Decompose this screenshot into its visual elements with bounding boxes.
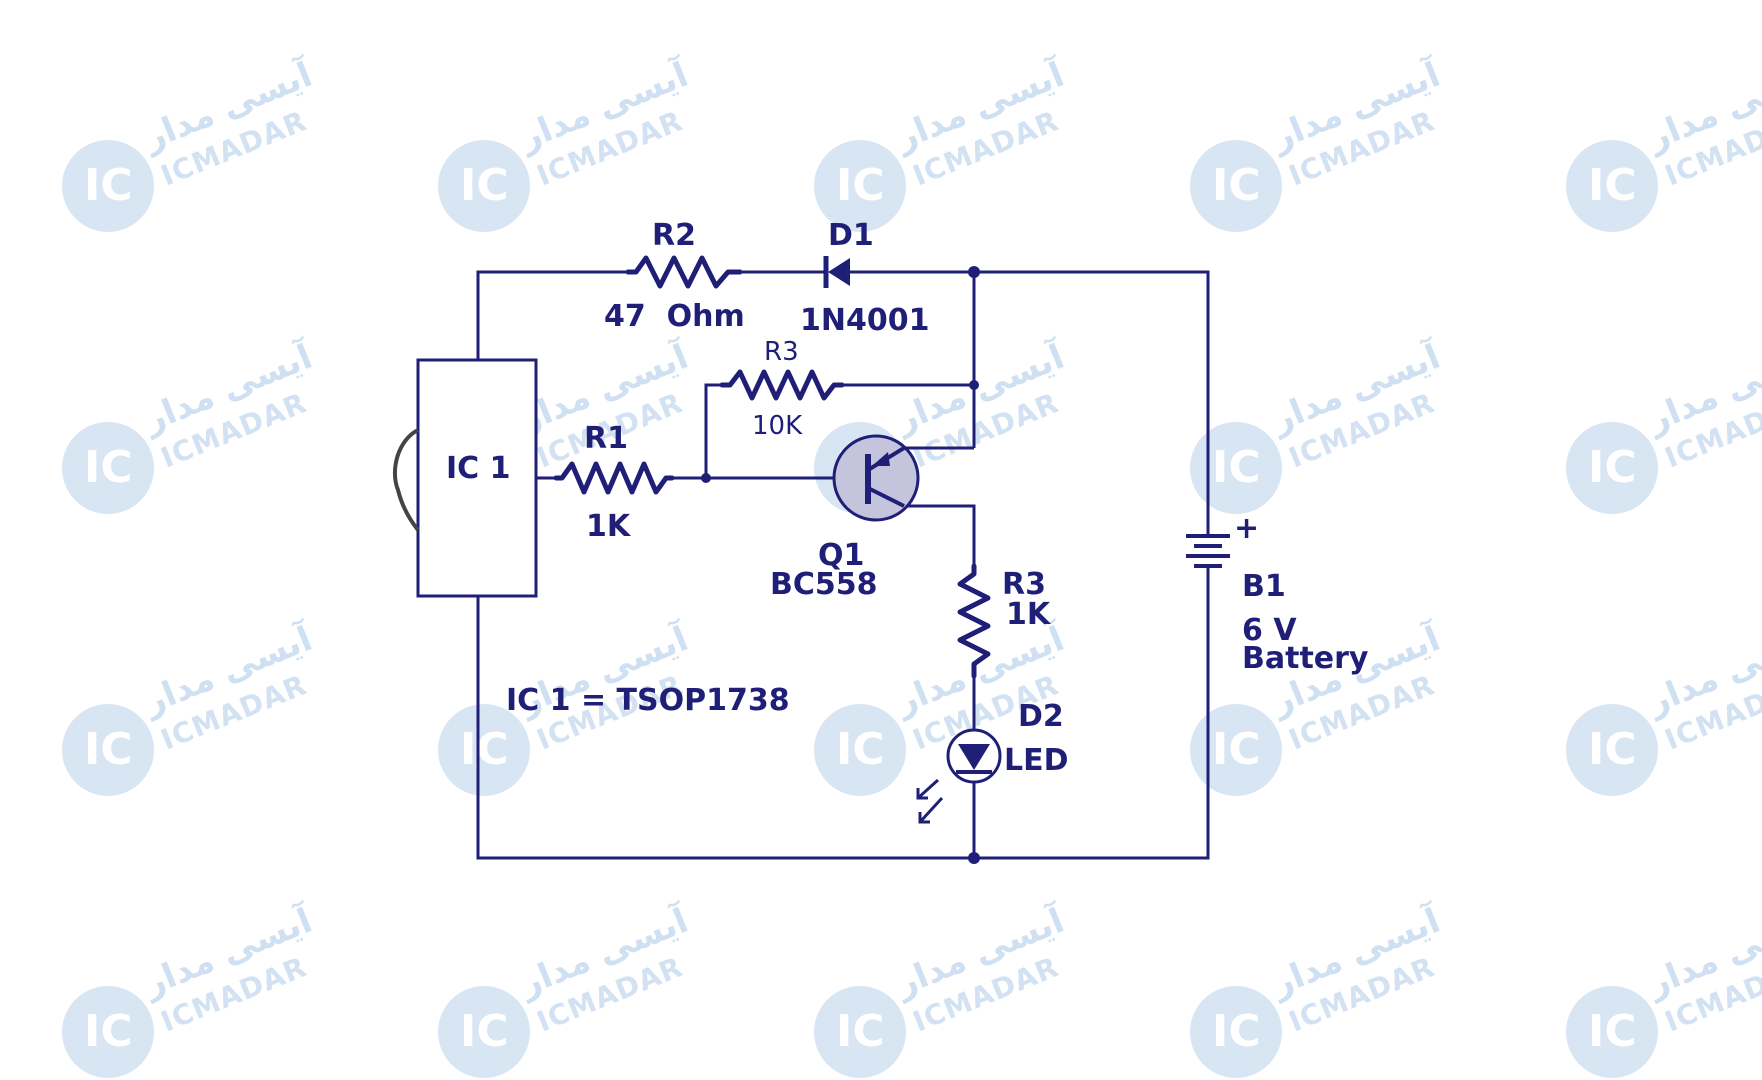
r1-name-label: R1 (584, 421, 628, 456)
r1-value-label: 1K (586, 509, 632, 544)
r3-bottom-name-label: R3 (1002, 567, 1046, 602)
watermark-badge-icon (62, 422, 154, 514)
junction-dot-r3 (969, 380, 979, 390)
watermark-badge-text: IC (84, 442, 133, 493)
watermark-badge-text: IC (460, 724, 509, 775)
junction-dot-base (701, 473, 711, 483)
watermark-badge-icon (1566, 422, 1658, 514)
watermark-badge-text: IC (84, 1006, 133, 1057)
q1-value-label: BC558 (770, 567, 878, 602)
d1-name-label: D1 (828, 218, 874, 253)
wire-collector (904, 504, 976, 566)
watermark-badge-text: IC (1212, 442, 1261, 493)
watermark-badge-text: IC (1588, 160, 1637, 211)
q1-name-label: Q1 (818, 538, 864, 573)
d1-diode-symbol (823, 256, 850, 288)
d2-name-label: D2 (1018, 699, 1064, 734)
watermark-badge-icon (62, 704, 154, 796)
watermark-badge-icon (1190, 704, 1282, 796)
watermark-badge-icon (814, 704, 906, 796)
watermark-badge-text: IC (1588, 1006, 1637, 1057)
watermark-badge-text: IC (1212, 160, 1261, 211)
watermark-badge-icon (1190, 986, 1282, 1078)
watermark-badge-text: IC (836, 160, 885, 211)
watermark-badge-icon (438, 986, 530, 1078)
d2-led-symbol (916, 728, 1002, 824)
ic1-note-label: IC 1 = TSOP1738 (506, 683, 790, 718)
watermark-badge-icon (814, 986, 906, 1078)
watermark-badge-icon (1190, 140, 1282, 232)
b1-name-label: B1 (1242, 569, 1286, 604)
q1-transistor-symbol (832, 434, 920, 522)
watermark-badge-icon (1566, 704, 1658, 796)
watermark-badge-icon (1566, 986, 1658, 1078)
r3-bottom-resistor-symbol (957, 563, 991, 679)
watermark-badge-icon (814, 140, 906, 232)
watermark-badge-icon (62, 140, 154, 232)
ic1-name-label: IC 1 (446, 451, 511, 486)
junction-dot-top (968, 266, 980, 278)
r3-top-resistor-symbol (719, 369, 845, 401)
watermark-badge-text: IC (1212, 724, 1261, 775)
watermark-badge-icon (62, 986, 154, 1078)
wire-r3-left (704, 383, 722, 478)
watermark-badge-icon (1190, 422, 1282, 514)
wire-bottom (476, 568, 1210, 860)
r2-name-label: R2 (652, 218, 696, 253)
b1-type-label: Battery (1242, 641, 1369, 676)
watermark-badge-text: IC (1212, 1006, 1261, 1057)
r3-bottom-value-label: 1K (1006, 597, 1052, 632)
b1-value-label: 6 V (1242, 613, 1297, 648)
b1-battery-symbol (1186, 530, 1230, 568)
watermark-badge-text: IC (1588, 442, 1637, 493)
r2-resistor-symbol (625, 255, 743, 289)
b1-polarity-label: + (1234, 511, 1259, 546)
r3-top-value-label: 10K (752, 411, 803, 441)
watermark-badge-text: IC (1588, 724, 1637, 775)
junction-dot-bottom (968, 852, 980, 864)
watermark-badge-icon (438, 704, 530, 796)
watermark-badge-icon (438, 140, 530, 232)
watermark-badge-text: IC (836, 1006, 885, 1057)
r3-top-name-label: R3 (764, 337, 799, 367)
d1-value-label: 1N4001 (800, 303, 929, 338)
watermark-badge-text: IC (836, 724, 885, 775)
d2-value-label: LED (1004, 743, 1069, 778)
wire-top-left (476, 270, 628, 360)
watermark-badge-text: IC (84, 724, 133, 775)
r1-resistor-symbol (553, 461, 675, 495)
watermark-badge-text: IC (460, 1006, 509, 1057)
ic1-sensor (392, 358, 538, 598)
watermark-badge-text: IC (84, 160, 133, 211)
r2-value-label: 47 Ohm (604, 299, 745, 334)
watermark-badge-icon (1566, 140, 1658, 232)
watermark-badge-text: IC (460, 160, 509, 211)
